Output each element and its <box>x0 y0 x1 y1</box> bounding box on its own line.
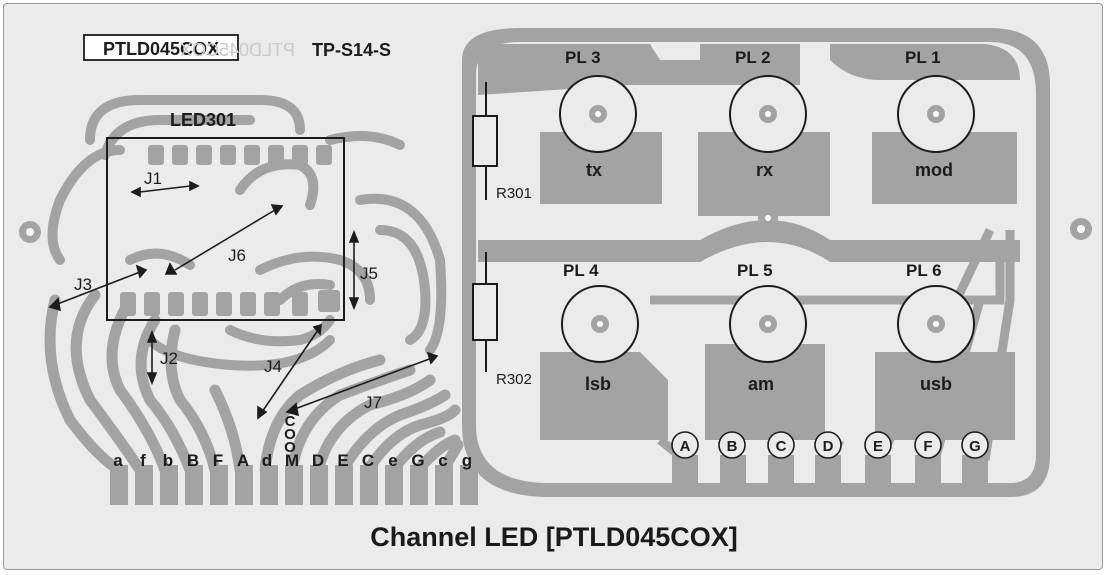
svg-text:G: G <box>411 451 424 470</box>
top-pad-block <box>478 44 800 95</box>
svg-text:PL 3: PL 3 <box>565 48 601 67</box>
svg-text:am: am <box>748 374 774 394</box>
svg-text:e: e <box>388 451 397 470</box>
left-pin-labels: a f b B F A d M D E C e G c g <box>113 451 472 470</box>
coo-letter: O <box>284 439 296 456</box>
jumper-j7: J7 <box>364 393 382 412</box>
svg-text:C: C <box>362 451 374 470</box>
jumper-j2: J2 <box>160 349 178 368</box>
svg-text:B: B <box>187 451 199 470</box>
svg-text:c: c <box>438 451 447 470</box>
right-pin-labels: A B C D E F G <box>671 431 989 459</box>
svg-text:PL 4: PL 4 <box>563 261 599 280</box>
jumper-j6: J6 <box>228 246 246 265</box>
jumper-j3: J3 <box>74 275 92 294</box>
svg-text:mod: mod <box>915 160 953 180</box>
svg-text:g: g <box>462 451 472 470</box>
svg-text:C: C <box>776 438 787 455</box>
board-id-box: PTLD045COX <box>83 34 239 61</box>
svg-text:PL 2: PL 2 <box>735 48 771 67</box>
right-board-copper <box>462 28 1050 497</box>
pad-lsb <box>540 352 668 440</box>
svg-text:tx: tx <box>586 160 602 180</box>
svg-text:F: F <box>213 451 223 470</box>
caption-main: Channel LED <box>370 522 539 552</box>
svg-text:D: D <box>312 451 324 470</box>
svg-text:A: A <box>680 438 691 455</box>
pad-rings <box>559 75 975 363</box>
led-label: LED301 <box>170 110 236 130</box>
led-header-pins <box>120 145 340 316</box>
jumper-j5: J5 <box>360 264 378 283</box>
right-fingers <box>672 455 988 497</box>
mirror-text: PTLD045COX <box>180 40 295 60</box>
coo-label: COO <box>284 413 296 456</box>
coo-letter: C <box>285 413 296 430</box>
jumper-j4: J4 <box>264 357 282 376</box>
svg-text:A: A <box>237 451 249 470</box>
jumper-arrows <box>48 180 439 420</box>
caption-code: [PTLD045COX] <box>545 522 738 552</box>
board-code: TP-S14-S <box>312 40 391 60</box>
left-trace-fan <box>44 289 464 476</box>
pcb-diagram: PTLD045COX PTLD045COX TP-S14-S LED301 J1… <box>19 28 1092 505</box>
led-outline <box>106 137 345 321</box>
left-trace-loops <box>47 95 447 371</box>
board-id: PTLD045COX <box>103 39 219 59</box>
svg-text:PL 1: PL 1 <box>905 48 941 67</box>
svg-text:f: f <box>140 451 146 470</box>
svg-text:E: E <box>337 451 348 470</box>
jumper-j1: J1 <box>144 169 162 188</box>
left-board-copper <box>44 95 478 505</box>
svg-text:d: d <box>262 451 272 470</box>
coo-letter: O <box>284 426 296 443</box>
pad-usb <box>875 352 1015 440</box>
figure-caption: Channel LED [PTLD045COX] <box>0 522 1108 553</box>
mounting-holes <box>19 218 1092 243</box>
resistor-symbols <box>472 82 498 372</box>
svg-text:lsb: lsb <box>585 374 611 394</box>
resistor-r301: R301 <box>496 185 532 202</box>
pad-labels: PL 3 PL 2 PL 1 PL 4 PL 5 PL 6 tx rx mod … <box>563 48 953 394</box>
svg-text:E: E <box>873 438 883 455</box>
svg-text:F: F <box>923 438 932 455</box>
svg-text:a: a <box>113 451 123 470</box>
svg-text:D: D <box>823 438 834 455</box>
svg-text:PL 5: PL 5 <box>737 261 773 280</box>
svg-text:B: B <box>727 438 738 455</box>
svg-text:rx: rx <box>756 160 773 180</box>
svg-text:M: M <box>285 451 299 470</box>
svg-text:PL 6: PL 6 <box>906 261 942 280</box>
svg-text:G: G <box>969 438 981 455</box>
svg-text:b: b <box>163 451 173 470</box>
center-band <box>478 220 1020 262</box>
resistor-r302: R302 <box>496 371 532 388</box>
svg-text:usb: usb <box>920 374 952 394</box>
top-right-pad-block <box>830 44 1020 80</box>
left-fingers <box>110 465 478 505</box>
